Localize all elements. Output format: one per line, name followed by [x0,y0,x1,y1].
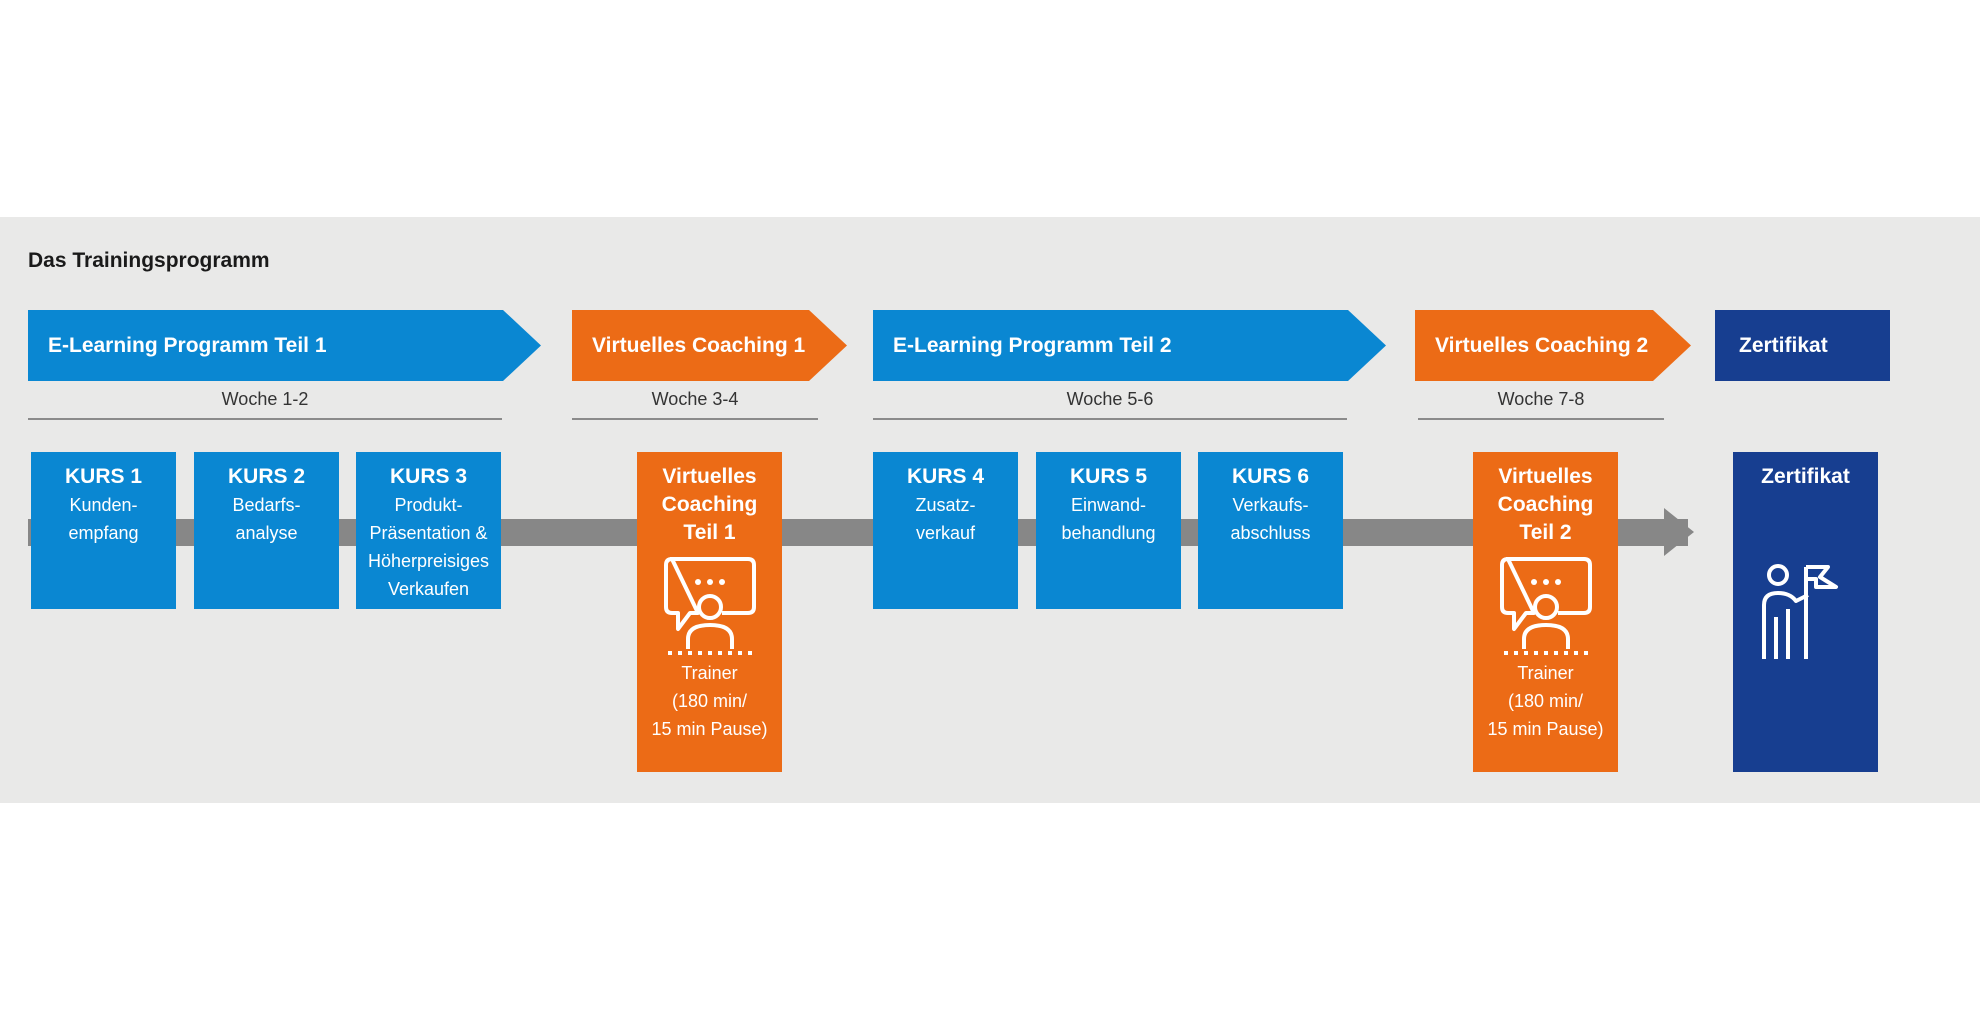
course-text: Verkaufs- abschluss [1230,495,1311,543]
week-label-2: Woche 3-4 [651,389,739,409]
coaching-card-1: Virtuelles Coaching Teil 1 Trainer (180 … [637,452,782,772]
phase-elearning-1: E-Learning Programm Teil 1 [28,310,541,381]
course-card-2: KURS 2 Bedarfs- analyse [194,452,339,609]
week-divider-2 [572,418,818,420]
trainer-chat-icon [1499,557,1592,655]
phase-certificate: Zertifikat [1715,310,1890,381]
course-heading: KURS 5 [1069,465,1148,488]
course-card-4: KURS 4 Zusatz- verkauf [873,452,1018,609]
diagram-title: Das Trainingsprogramm [28,249,270,272]
coaching-heading: Virtuelles Coaching Teil 2 [1497,465,1594,544]
week-label-4: Woche 7-8 [1497,389,1585,409]
phase-coaching-1: Virtuelles Coaching 1 [572,310,847,381]
coaching-card-2: Virtuelles Coaching Teil 2 Trainer (180 … [1473,452,1618,772]
course-text: Kunden- empfang [68,495,139,543]
trainer-chat-icon [663,557,756,655]
timeline-arrowhead [1664,508,1694,556]
coaching-heading: Virtuelles Coaching Teil 1 [661,465,758,544]
course-card-3: KURS 3 Produkt- Präsentation & Höherprei… [356,452,501,609]
week-label-3: Woche 5-6 [1066,389,1154,409]
week-divider-3 [873,418,1347,420]
course-text: Zusatz- verkauf [915,495,976,543]
course-text: Einwand- behandlung [1061,495,1156,543]
course-card-5: KURS 5 Einwand- behandlung [1036,452,1181,609]
person-flag-icon [1761,564,1838,659]
course-heading: KURS 2 [227,465,306,488]
course-text: Bedarfs- analyse [232,495,301,543]
phase-elearning-2: E-Learning Programm Teil 2 [873,310,1386,381]
week-divider-4 [1418,418,1664,420]
coaching-text: Trainer (180 min/ 15 min Pause) [1487,663,1604,739]
week-label-1: Woche 1-2 [221,389,309,409]
course-heading: KURS 3 [389,465,468,488]
week-divider-1 [28,418,502,420]
coaching-text: Trainer (180 min/ 15 min Pause) [651,663,768,739]
course-text: Produkt- Präsentation & Höherpreisiges V… [367,495,490,599]
certificate-card: Zertifikat [1733,452,1878,772]
course-heading: KURS 6 [1231,465,1310,488]
course-heading: KURS 4 [906,465,985,488]
course-card-1: KURS 1 Kunden- empfang [31,452,176,609]
course-heading: KURS 1 [64,465,143,488]
certificate-heading: Zertifikat [1761,465,1850,488]
course-card-6: KURS 6 Verkaufs- abschluss [1198,452,1343,609]
phase-coaching-2: Virtuelles Coaching 2 [1415,310,1691,381]
